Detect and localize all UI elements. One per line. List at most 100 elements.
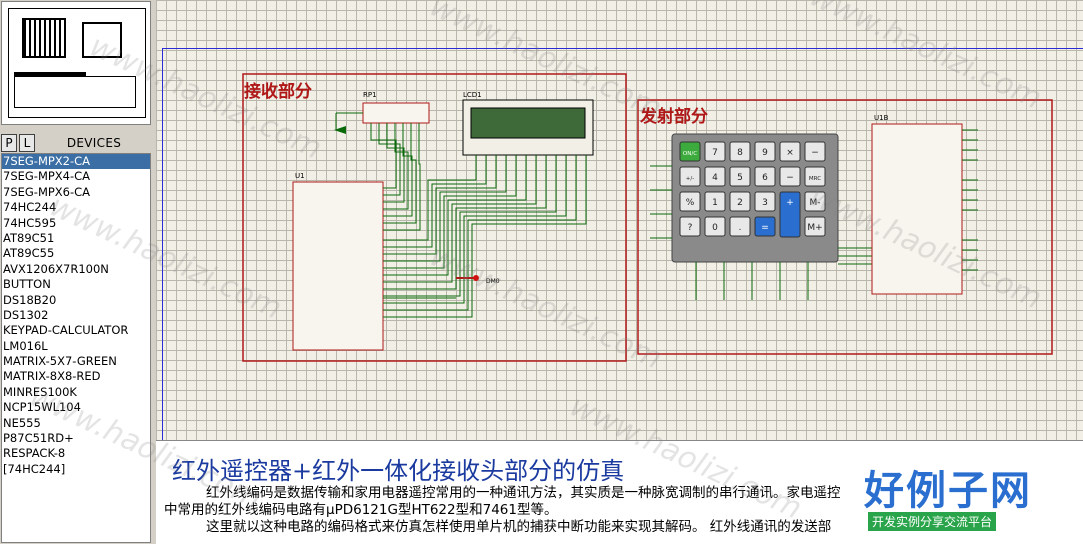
- site-logo: 好例子网 开发实例分享交流平台: [860, 458, 1060, 538]
- keypad-key-label: 4: [712, 173, 718, 183]
- u1b-microcontroller[interactable]: [871, 123, 963, 295]
- keypad-key-label: 2: [737, 198, 743, 208]
- keypad-key[interactable]: [804, 216, 826, 237]
- device-list-item[interactable]: 7SEG-MPX6-CA: [3, 184, 91, 199]
- out-label: DM0: [486, 278, 500, 285]
- article-line-1: 红外线编码是数据传输和家用电器遥控常用的一种通讯方法，其实质是一种脉宽调制的串行…: [206, 485, 841, 501]
- schematic-canvas[interactable]: 接收部分 RP1 LCD1 U1: [156, 0, 1083, 449]
- keypad-key[interactable]: [754, 216, 776, 237]
- keypad-key[interactable]: [779, 141, 801, 162]
- keypad-key[interactable]: [729, 141, 751, 162]
- keypad-key-label: 6: [762, 173, 768, 183]
- keypad-key[interactable]: [729, 191, 751, 212]
- keypad-key[interactable]: [779, 166, 801, 187]
- keypad-key[interactable]: [679, 191, 701, 212]
- keypad-key-label: =: [761, 223, 769, 233]
- keypad-key[interactable]: [804, 166, 826, 187]
- devices-title: DEVICES: [66, 136, 122, 150]
- device-list-item[interactable]: BUTTON: [3, 277, 51, 292]
- device-list-item[interactable]: AT89C51: [3, 230, 55, 245]
- device-list-item[interactable]: MINRES100K: [3, 384, 77, 399]
- device-list-item[interactable]: KEYPAD-CALCULATOR: [3, 323, 129, 338]
- keypad-key-label: 5: [737, 173, 743, 183]
- keypad-key-label: %: [686, 198, 695, 208]
- keypad-key-label: .: [739, 223, 742, 233]
- keypad-key-label: −: [786, 173, 794, 183]
- keypad-key[interactable]: [804, 141, 826, 162]
- device-list-item[interactable]: AT89C55: [3, 246, 55, 261]
- device-list-item[interactable]: AVX1206X7R100N: [3, 261, 109, 276]
- pick-devices-button[interactable]: P: [1, 134, 17, 152]
- keypad-key[interactable]: [754, 141, 776, 162]
- receiver-label: 接收部分: [244, 81, 312, 102]
- keypad-key-label: 8: [737, 148, 743, 158]
- transmitter-label: 发射部分: [639, 106, 708, 127]
- keypad-key[interactable]: [704, 216, 726, 237]
- keypad-key[interactable]: [779, 191, 801, 238]
- logo-slogan: 开发实例分享交流平台: [868, 512, 997, 531]
- keypad-key[interactable]: [679, 166, 701, 187]
- article-panel: 红外遥控器+红外一体化接收头部分的仿真 红外线编码是数据传输和家用电器遥控常用的…: [156, 440, 1083, 544]
- device-list-item[interactable]: RESPACK-8: [3, 446, 66, 461]
- keypad-key-label: 9: [762, 148, 768, 158]
- device-list-item[interactable]: MATRIX-5X7-GREEN: [3, 354, 117, 369]
- ir-receiver-dot-icon: [473, 275, 479, 281]
- keypad-key-label: ×: [786, 148, 794, 158]
- keypad-key-label: ?: [688, 223, 693, 233]
- wire-bundle-rp1: [370, 123, 421, 231]
- keypad-key-label: M-: [809, 198, 820, 208]
- device-list-item[interactable]: DS1302: [3, 307, 49, 322]
- rp1-resistor-pack[interactable]: [362, 102, 430, 124]
- u1b-label: U1B: [874, 114, 889, 122]
- device-list-item[interactable]: DS18B20: [3, 292, 57, 307]
- device-list-item[interactable]: LM016L: [3, 338, 48, 353]
- keypad-key-label: +/-: [686, 176, 694, 182]
- devices-header: P L DEVICES: [1, 134, 151, 152]
- lcd-screen: [470, 107, 586, 139]
- device-list-item[interactable]: [74HC244]: [3, 461, 66, 476]
- article-title: 红外遥控器+红外一体化接收头部分的仿真: [172, 457, 625, 485]
- logo-title: 好例子网: [864, 468, 1032, 514]
- keypad-key[interactable]: [804, 191, 826, 212]
- keypad-key-label: M+: [807, 223, 822, 233]
- u1-microcontroller[interactable]: [292, 181, 384, 351]
- preview-frame: [8, 8, 146, 118]
- receiver-block: [242, 73, 627, 362]
- device-list-item[interactable]: 74HC595: [3, 215, 57, 230]
- keypad-key[interactable]: [704, 191, 726, 212]
- keypad-key-label: ON/C: [683, 151, 697, 157]
- power-arrow-icon: [334, 126, 346, 134]
- device-list-item[interactable]: 7SEG-MPX2-CA: [2, 154, 150, 170]
- keypad-key-label: 7: [712, 148, 718, 158]
- device-list-item[interactable]: NCP15WL104: [3, 400, 81, 415]
- device-list-item[interactable]: MATRIX-8X8-RED: [3, 369, 101, 384]
- device-list-item[interactable]: 74HC244: [3, 200, 57, 215]
- keypad-key[interactable]: [704, 141, 726, 162]
- device-list-item[interactable]: NE555: [3, 415, 41, 430]
- keypad-key[interactable]: [704, 166, 726, 187]
- keypad-key[interactable]: [754, 191, 776, 212]
- keypad-key[interactable]: [729, 166, 751, 187]
- preview-text-bar: [14, 72, 86, 76]
- preview-text-block: [14, 76, 136, 108]
- rp1-label: RP1: [363, 91, 377, 99]
- keypad-key[interactable]: [679, 216, 701, 237]
- library-button[interactable]: L: [19, 134, 35, 152]
- keypad-key[interactable]: [729, 216, 751, 237]
- u1b-pin-wires: [962, 129, 978, 271]
- keypad-key-label: 3: [762, 198, 768, 208]
- lcd-label: LCD1: [463, 91, 482, 99]
- overview-preview[interactable]: [1, 1, 151, 125]
- device-list-item[interactable]: 7SEG-MPX4-CA: [3, 169, 91, 184]
- device-list-item[interactable]: P87C51RD+: [3, 431, 74, 446]
- transmitter-block: [637, 99, 1053, 355]
- article-line-3: 这里就以这种电路的编码格式来仿真怎样使用单片机的捕获中断功能来实现其解码。 红外…: [206, 519, 832, 535]
- keypad-key-label: +: [786, 198, 794, 208]
- wire-bundle-lcd: [383, 155, 587, 318]
- keypad-key[interactable]: [679, 141, 701, 162]
- keypad-key[interactable]: [754, 166, 776, 187]
- keypad-key-label: 1: [712, 198, 718, 208]
